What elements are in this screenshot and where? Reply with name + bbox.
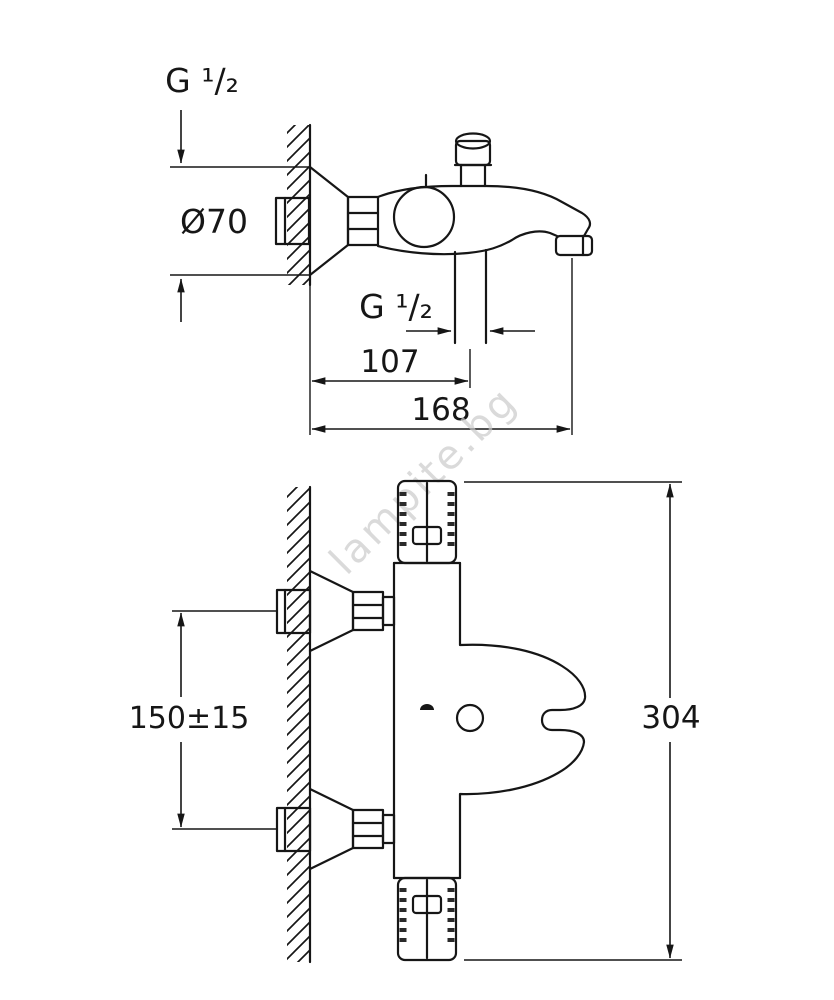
thread-top-label: G ¹/₂ <box>165 61 239 100</box>
dim-168-label: 168 <box>411 392 470 428</box>
dimension-wall-to-spout: 168 <box>311 258 573 435</box>
dimension-thread-top: G ¹/₂ <box>165 61 239 164</box>
escutcheon-diameter-label: Ø70 <box>180 202 248 241</box>
body-bottom-edge <box>376 230 559 256</box>
wall-section-bottom <box>287 485 312 964</box>
thermostat-handle-bottom <box>396 876 458 962</box>
inlet-union-bottom <box>275 787 396 871</box>
faucet-body-front <box>392 561 587 880</box>
side-view: G ¹/₂ Ø70 G ¹/₂ 107 168 <box>165 61 594 435</box>
logo-mark <box>420 704 434 710</box>
hex-nut-front-top <box>351 590 385 632</box>
dimension-overall-height: 304 <box>464 481 701 961</box>
dimension-escutcheon-diameter: Ø70 <box>170 166 310 322</box>
dim-107-label: 107 <box>360 344 419 380</box>
inlet-neck-bottom <box>381 813 396 845</box>
wall-section-top <box>287 123 312 435</box>
body-top-edge <box>376 184 592 238</box>
dim-304-label: 304 <box>641 700 700 736</box>
front-view: 150±15 304 <box>129 479 701 964</box>
diverter-button-front <box>455 703 485 733</box>
union-fitting-side <box>274 196 311 246</box>
diverter-knob <box>453 132 493 188</box>
escutcheon-cone-side <box>308 165 350 277</box>
faucet-body-side <box>376 132 594 345</box>
inlet-neck-top <box>381 595 396 627</box>
wall-hatch-top <box>287 125 310 285</box>
thermostat-knob-side <box>392 185 456 249</box>
dimension-hose-thread: G ¹/₂ <box>359 287 535 335</box>
union-body <box>274 196 311 246</box>
dim-150-label: 150±15 <box>129 701 250 736</box>
dimension-wall-to-hose: 107 <box>311 344 471 388</box>
thermostat-handle-top <box>396 479 458 565</box>
hose-thread-label: G ¹/₂ <box>359 287 433 326</box>
escutcheon-cone-front-top <box>308 569 355 653</box>
hex-nut-front-bottom <box>351 808 385 850</box>
escutcheon-cone-front-bottom <box>308 787 355 871</box>
wall-hatch-bottom <box>287 487 310 962</box>
handle-button <box>411 525 443 546</box>
hex-nut-side <box>346 195 380 247</box>
dimension-inlet-spacing: 150±15 <box>129 610 277 830</box>
body-spout-outline <box>458 561 587 880</box>
handle-button <box>411 894 443 915</box>
hex-nut-outline <box>346 195 380 247</box>
hose-connection-lines <box>453 248 488 345</box>
spout-outlet <box>554 234 594 257</box>
